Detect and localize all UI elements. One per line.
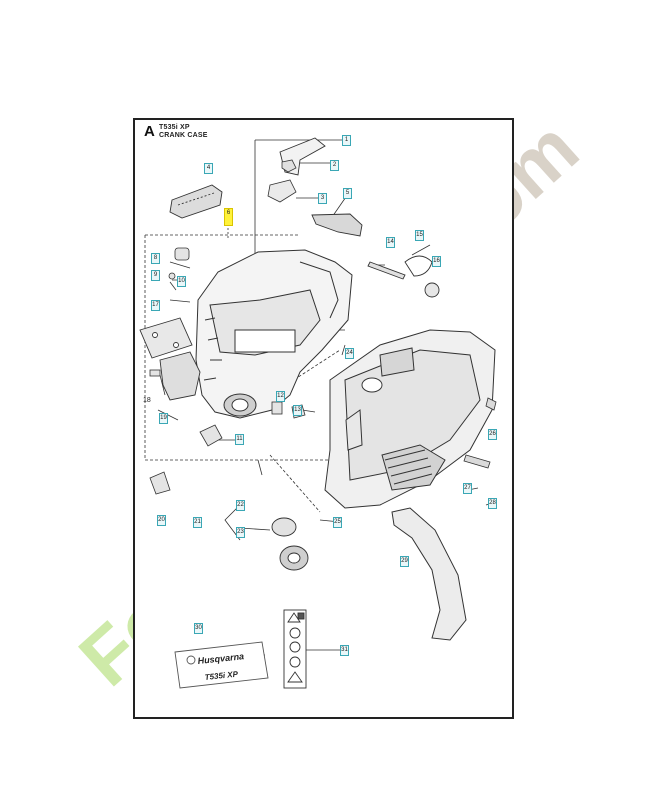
model-title: T535i XP: [159, 124, 190, 131]
callout-10: 10: [177, 276, 186, 287]
section-subtitle: CRANK CASE: [159, 132, 208, 139]
callout-4: 4: [204, 163, 213, 174]
callout-14: 14: [386, 237, 395, 248]
callout-5: 5: [343, 188, 352, 199]
callout-17: 17: [151, 300, 160, 311]
callout-8: 8: [151, 253, 160, 264]
callout-25: 25: [333, 517, 342, 528]
callout-19: 19: [159, 413, 168, 424]
part-5-cover: [311, 213, 363, 237]
part-29-handle: [391, 507, 467, 641]
callout-3: 3: [318, 193, 327, 204]
decal-brand-text: Husqvarna: [197, 651, 244, 666]
part-15-clip: [404, 255, 440, 298]
callout-26: 26: [488, 429, 497, 440]
callout-12: 12: [276, 391, 285, 402]
part-31-safety-label: [283, 609, 307, 689]
starter-housing: [324, 329, 496, 509]
assembly-dashed-lines: [144, 234, 330, 461]
callout-11: 11: [235, 434, 244, 445]
callout-30: 30: [194, 623, 203, 634]
callout-13: 13: [293, 405, 302, 416]
callout-21: 21: [193, 517, 202, 528]
callout-16: 16: [432, 256, 441, 267]
part-19-bracket: [159, 351, 201, 401]
callout-24: 24: [345, 348, 354, 359]
label-18-plain: 18: [143, 397, 151, 404]
right-small-parts: [463, 397, 497, 469]
callout-22: 22: [236, 500, 245, 511]
part-3-bracket: [267, 179, 297, 203]
part-2-nut: [281, 159, 297, 173]
callout-31: 31: [340, 645, 349, 656]
callout-6-highlighted: 6: [224, 208, 233, 226]
part-30-decal: [174, 641, 269, 689]
callout-20: 20: [157, 515, 166, 526]
callout-1: 1: [342, 135, 351, 146]
callout-27: 27: [463, 483, 472, 494]
callout-23: 23: [236, 527, 245, 538]
part-23-pulley: [271, 517, 309, 571]
callout-9: 9: [151, 270, 160, 281]
section-letter: A: [144, 123, 155, 140]
part-4-foam: [169, 184, 223, 219]
crank-case-body: [195, 249, 353, 419]
part-17-plate: [139, 317, 193, 359]
decal-model-text: T535i XP: [204, 669, 239, 682]
callout-28: 28: [488, 498, 497, 509]
callout-29: 29: [400, 556, 409, 567]
callout-15: 15: [415, 230, 424, 241]
callout-2: 2: [330, 160, 339, 171]
part-14-bolt: [367, 261, 406, 280]
